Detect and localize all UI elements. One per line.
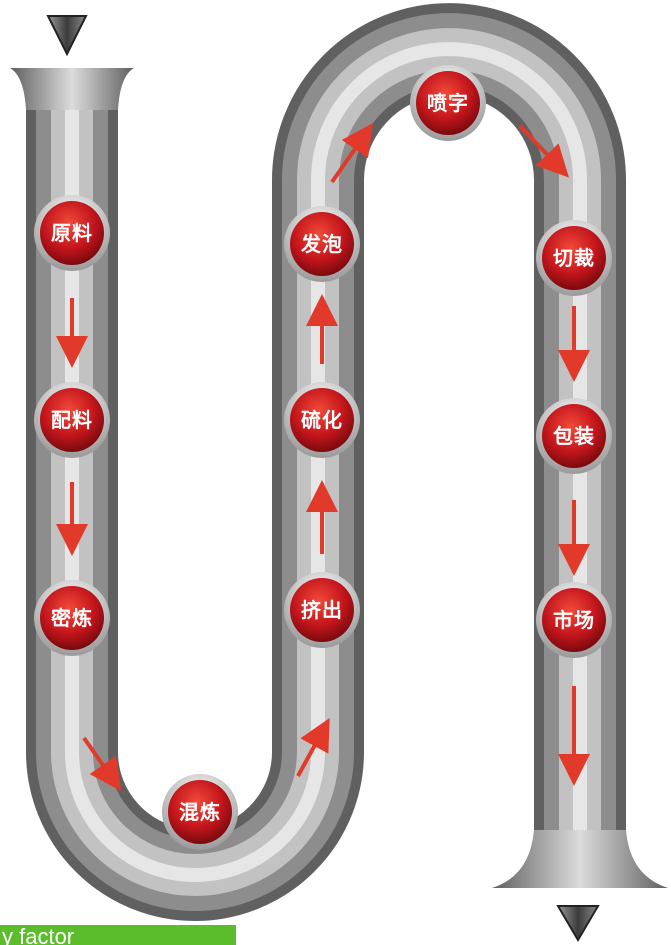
step-node-penzi: 喷字 (410, 65, 486, 141)
step-node-qiecai: 切裁 (536, 220, 612, 296)
step-label: 切裁 (553, 246, 595, 270)
step-node-liuhua: 硫化 (284, 382, 360, 458)
step-label: 包装 (553, 424, 595, 448)
step-node-mielian: 密炼 (34, 580, 110, 656)
step-node-shichang: 市场 (536, 582, 612, 658)
step-node-fapao: 发泡 (284, 206, 360, 282)
pipe-highlight (72, 49, 580, 885)
step-node-jichu: 挤出 (284, 572, 360, 648)
step-node-yuanliao: 原料 (34, 195, 110, 271)
step-label: 挤出 (301, 598, 343, 622)
step-label: 混炼 (179, 800, 221, 824)
step-node-peiliao: 配料 (34, 382, 110, 458)
funnel-icon (48, 16, 86, 54)
step-label: 原料 (51, 221, 93, 245)
footer-text: y factor (2, 926, 74, 945)
step-label: 配料 (51, 408, 93, 432)
step-label: 发泡 (300, 232, 343, 256)
funnel-icon (558, 906, 598, 940)
step-label: 喷字 (427, 91, 469, 115)
footer-banner: y factor (0, 925, 236, 945)
pipe-entry-flange (10, 68, 134, 110)
step-label: 密炼 (51, 606, 93, 630)
step-node-hunlian: 混炼 (162, 774, 238, 850)
pipe-exit-flange (492, 830, 668, 888)
step-node-baozhuang: 包装 (536, 398, 612, 474)
step-label: 硫化 (301, 408, 343, 432)
step-label: 市场 (553, 608, 595, 632)
